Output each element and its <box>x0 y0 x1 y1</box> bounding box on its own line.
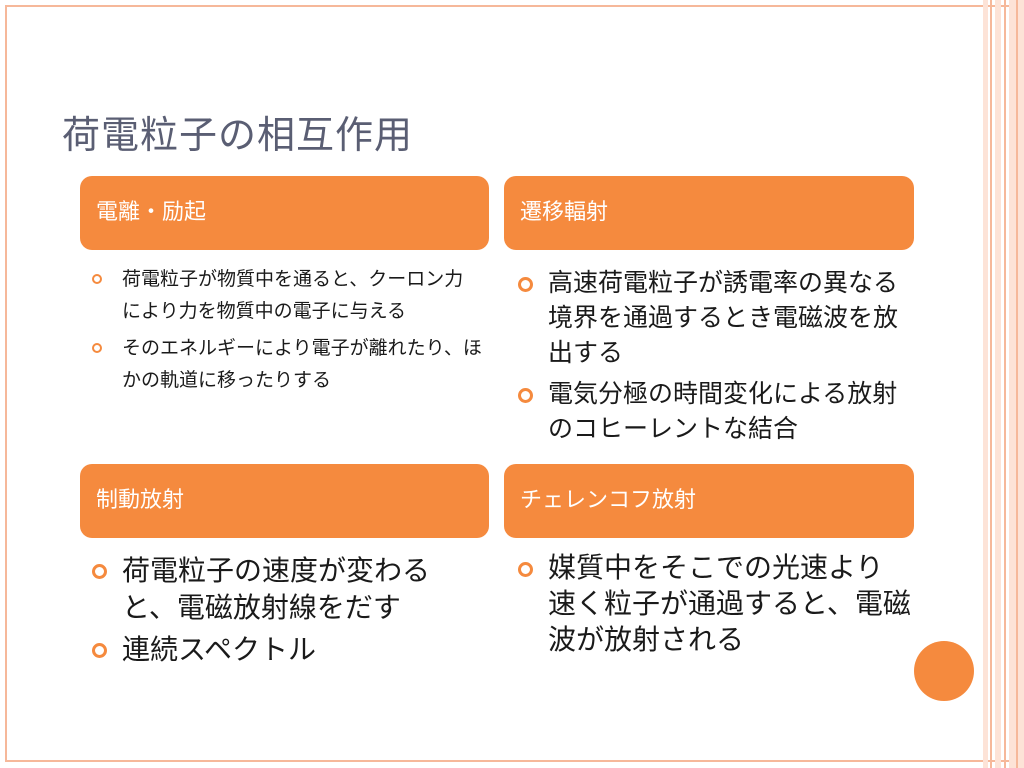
list-item-text: 連続スペクトル <box>122 633 317 666</box>
bullet-icon <box>518 562 533 577</box>
slide-title: 荷電粒子の相互作用 <box>62 113 414 157</box>
box-header-cherenkov: チェレンコフ放射 <box>504 464 914 538</box>
bullet-icon <box>92 564 107 579</box>
decor-stripe <box>990 0 992 768</box>
list-item-text: そのエネルギーにより電子が離れたり、ほかの軌道に移ったりする <box>122 337 482 391</box>
list-item-text: 媒質中をそこでの光速より速く粒子が通過すると、電磁波が放射される <box>548 551 911 656</box>
list-item: 媒質中をそこでの光速より速く粒子が通過すると、電磁波が放射される <box>516 550 911 658</box>
box-header-ionization: 電離・励起 <box>80 176 489 250</box>
decor-stripe <box>1016 0 1018 768</box>
list-item: 荷電粒子の速度が変わると、電磁放射線をだす <box>90 552 482 626</box>
bullet-icon <box>92 343 102 353</box>
decor-stripe <box>983 0 988 768</box>
bullet-icon <box>92 643 107 658</box>
list-item: 電気分極の時間変化による放射のコヒーレントな結合 <box>516 376 911 446</box>
list-item-text: 高速荷電粒子が誘電率の異なる境界を通過するとき電磁波を放出する <box>548 268 899 367</box>
list-item-text: 荷電粒子が物質中を通ると、クーロン力により力を物質中の電子に与える <box>122 268 464 322</box>
decor-stripe <box>1004 0 1006 768</box>
bullet-icon <box>518 277 533 292</box>
list-item: 連続スペクトル <box>90 631 482 668</box>
bullet-icon <box>92 274 102 284</box>
list-item: 荷電粒子が物質中を通ると、クーロン力により力を物質中の電子に与える <box>90 263 482 327</box>
decor-stripe <box>995 0 1001 768</box>
list-item: 高速荷電粒子が誘電率の異なる境界を通過するとき電磁波を放出する <box>516 265 911 370</box>
box-list-cherenkov: 媒質中をそこでの光速より速く粒子が通過すると、電磁波が放射される <box>516 550 911 658</box>
decor-circle <box>914 641 974 701</box>
list-item-text: 荷電粒子の速度が変わると、電磁放射線をだす <box>122 554 431 624</box>
box-header-bremsstrahlung: 制動放射 <box>80 464 489 538</box>
list-item-text: 電気分極の時間変化による放射のコヒーレントな結合 <box>548 379 898 443</box>
box-list-transition-radiation: 高速荷電粒子が誘電率の異なる境界を通過するとき電磁波を放出する 電気分極の時間変… <box>516 265 911 452</box>
box-list-bremsstrahlung: 荷電粒子の速度が変わると、電磁放射線をだす 連続スペクトル <box>90 552 482 673</box>
bullet-icon <box>518 388 533 403</box>
list-item: そのエネルギーにより電子が離れたり、ほかの軌道に移ったりする <box>90 332 482 396</box>
box-header-transition-radiation: 遷移輻射 <box>504 176 914 250</box>
box-list-ionization: 荷電粒子が物質中を通ると、クーロン力により力を物質中の電子に与える そのエネルギ… <box>90 263 482 401</box>
